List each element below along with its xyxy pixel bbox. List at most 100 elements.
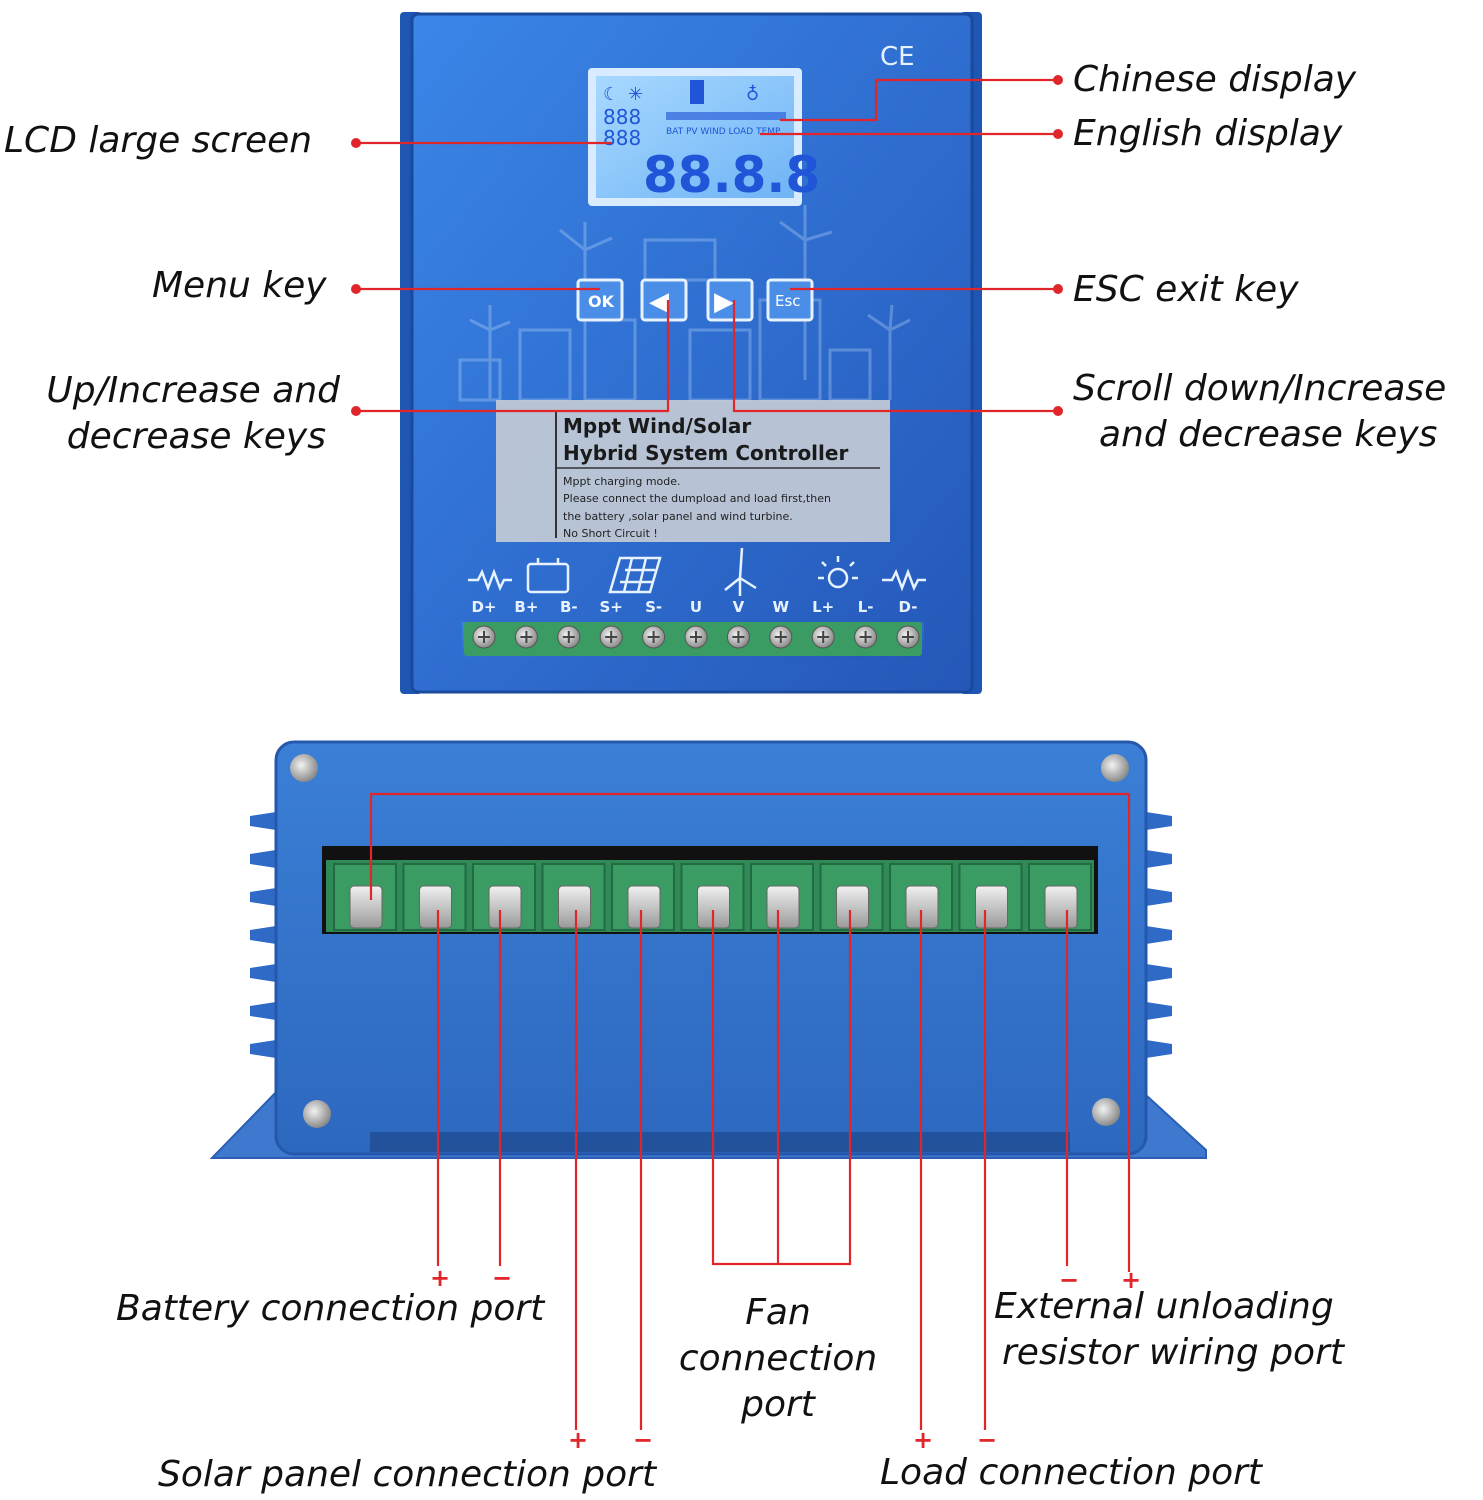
battery-icon xyxy=(526,562,570,594)
esc-key[interactable]: Esc xyxy=(766,278,814,322)
ok-key[interactable]: OK xyxy=(576,278,624,322)
leader-chinese xyxy=(780,78,1058,122)
fin xyxy=(1146,1002,1172,1020)
screw-slot xyxy=(774,631,787,643)
fin xyxy=(250,926,276,944)
screw-slot xyxy=(562,631,575,643)
fin xyxy=(1146,926,1172,944)
left-key[interactable]: ◀ xyxy=(640,278,688,322)
terminal-icons xyxy=(468,547,926,596)
leader-lines xyxy=(356,78,1131,1430)
terminal-label: L+ xyxy=(812,598,834,616)
terminal-contact xyxy=(975,885,1008,929)
terminal-label: W xyxy=(773,598,790,616)
callout-lcd-screen: LCD large screen xyxy=(4,120,313,161)
callout-esc-key: ESC exit key xyxy=(1073,269,1299,310)
load-minus-sign: − xyxy=(977,1426,998,1454)
ext-plus-sign: + xyxy=(1121,1266,1142,1294)
screw-slot xyxy=(605,631,618,643)
ce-mark: CE xyxy=(880,42,915,72)
terminal-label: D+ xyxy=(471,598,496,616)
front-view: CE ☾ ✳ ♁ 888 888 BAT PV WIND LOAD TEMP 8… xyxy=(400,12,982,694)
callout-ext-line2: resistor wiring port xyxy=(1002,1332,1344,1373)
lcd-english-row: BAT PV WIND LOAD TEMP xyxy=(666,127,781,137)
wind-turbine-icon xyxy=(724,547,757,596)
ok-key-label: OK xyxy=(588,292,615,311)
terminal-label: L- xyxy=(858,598,874,616)
callout-battery-port: Battery connection port xyxy=(116,1288,545,1329)
label-title-line2: Hybrid System Controller xyxy=(563,441,848,465)
callout-english-display: English display xyxy=(1073,113,1343,154)
callout-menu-key: Menu key xyxy=(152,265,327,306)
callout-load-port: Load connection port xyxy=(880,1452,1263,1493)
product-label xyxy=(496,400,890,542)
screw-slot xyxy=(647,631,660,643)
label-text-line3: the battery ,solar panel and wind turbin… xyxy=(563,510,793,523)
load-plus-sign: + xyxy=(913,1426,934,1454)
screw-slot xyxy=(478,631,490,643)
side-screws xyxy=(290,754,1129,1128)
terminal-contact xyxy=(419,885,452,929)
resistor-icon xyxy=(468,568,512,592)
terminal-label: V xyxy=(733,598,745,616)
left-key-label: ◀ xyxy=(649,287,669,317)
fin xyxy=(250,850,276,868)
side-view xyxy=(209,740,1207,1159)
fin xyxy=(250,964,276,982)
esc-key-label: Esc xyxy=(775,292,801,310)
lamp-icon xyxy=(827,567,849,589)
screw xyxy=(290,754,318,782)
callout-ext-line1: External unloading xyxy=(994,1286,1334,1327)
screw xyxy=(1101,754,1129,782)
terminal-contact xyxy=(836,885,869,929)
leader-fan-outer xyxy=(711,910,852,1266)
label-text-line4: No Short Circuit ! xyxy=(563,527,658,540)
callout-fan-line2: connection xyxy=(678,1338,878,1379)
right-key[interactable]: ▶ xyxy=(706,278,754,322)
moon-icon: ☾ xyxy=(603,84,619,105)
terminal-label: S+ xyxy=(600,598,623,616)
label-text-line1: Mppt charging mode. xyxy=(563,475,681,488)
terminal-label: B+ xyxy=(514,598,538,616)
callout-up-line1: Up/Increase and xyxy=(46,370,340,411)
lcd-small-readout-b: 888 xyxy=(603,126,641,150)
terminal-contact xyxy=(766,885,800,929)
label-text-line2: Please connect the dumpload and load fir… xyxy=(563,492,831,505)
solar-plus-sign: + xyxy=(568,1426,589,1454)
leader-down xyxy=(732,300,1058,413)
fin xyxy=(1146,888,1172,906)
screw-slot xyxy=(690,631,702,643)
callout-up-line2: decrease keys xyxy=(66,416,326,457)
callout-external-resistor-port: External unloading resistor wiring port xyxy=(994,1284,1344,1376)
screw-slot xyxy=(817,631,830,643)
terminal-label: D- xyxy=(899,598,918,616)
screw xyxy=(1092,1098,1120,1126)
callout-scroll-down-keys: Scroll down/Increase and decrease keys xyxy=(1073,366,1446,458)
callout-fan-line1: Fan xyxy=(745,1292,811,1333)
keypad: OK ◀ ▶ Esc xyxy=(576,278,814,322)
callout-fan-port: Fan connection port xyxy=(668,1290,888,1428)
solar-minus-sign: − xyxy=(633,1426,654,1454)
leader-up xyxy=(356,300,670,413)
callout-down-line2: and decrease keys xyxy=(1099,414,1438,455)
screw xyxy=(303,1100,331,1128)
terminal-contact xyxy=(558,885,591,929)
fin xyxy=(1146,812,1172,830)
callout-down-line1: Scroll down/Increase xyxy=(1073,368,1447,409)
heat-sink-fins xyxy=(250,812,1172,1058)
bulb-icon: ♁ xyxy=(746,84,759,105)
fin xyxy=(250,888,276,906)
battery-level-icon xyxy=(690,80,704,104)
lcd-chinese-row xyxy=(666,112,786,120)
lcd-small-readout-a: 888 xyxy=(603,105,641,129)
terminal-label: U xyxy=(690,598,702,616)
fin xyxy=(1146,964,1172,982)
battery-minus-sign: − xyxy=(492,1264,513,1292)
screw-slot xyxy=(859,631,872,643)
terminal-contact xyxy=(627,885,661,929)
front-terminal-screws xyxy=(472,625,920,649)
terminal-contact xyxy=(488,885,522,929)
terminal-label: B- xyxy=(560,598,578,616)
